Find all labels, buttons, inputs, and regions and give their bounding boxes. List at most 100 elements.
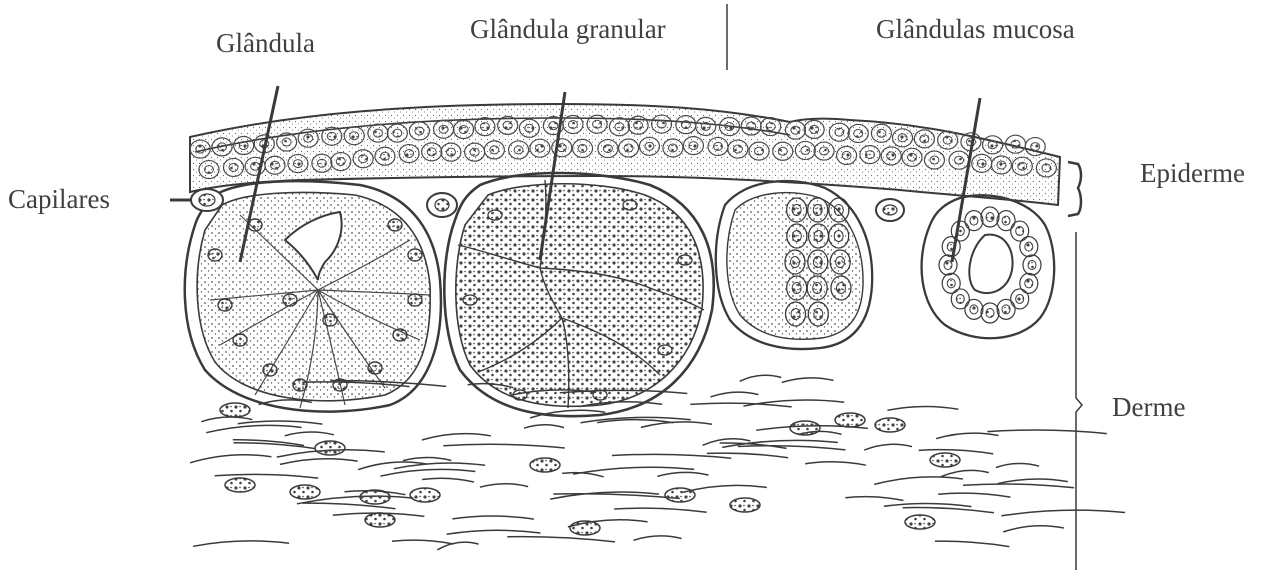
gland-left-nucleus (368, 362, 382, 374)
mucous-cell-nucleus (944, 261, 952, 270)
epidermis-cell-nucleus (943, 136, 952, 144)
epidermis-cell-nucleus (359, 155, 368, 163)
mucous-cell-nucleus (792, 283, 801, 294)
dermis-fiber (690, 403, 791, 407)
epidermis-cell-nucleus (877, 129, 886, 137)
dermis-fiber (634, 536, 682, 540)
dermis-fiber (919, 450, 994, 454)
label-glandulas-mucosa: Glândulas mucosa (876, 16, 1075, 43)
gland-left-nucleus (293, 379, 307, 391)
mucous-cell-nucleus (834, 205, 843, 216)
dermis-fiber (215, 474, 319, 478)
gland-left (185, 181, 441, 411)
brackets (1068, 162, 1082, 570)
epidermis-cell-nucleus (327, 132, 336, 140)
epidermis-cell-nucleus (865, 151, 874, 159)
label-glandula: Glândula (216, 30, 315, 57)
dermis-fiber (998, 479, 1068, 484)
gland-left-nucleus (388, 219, 402, 231)
epidermis-cell-nucleus (568, 120, 577, 128)
mucous-cell-nucleus (836, 257, 845, 268)
gland-granular-nucleus (658, 345, 672, 355)
epidermis-cell-nucleus (725, 123, 734, 131)
mucous-cell-nucleus (814, 231, 823, 242)
fibroblast-nucleus (930, 453, 960, 467)
dermis-fiber (201, 417, 252, 422)
dermis-fiber (987, 430, 1107, 434)
epidermis-cell-nucleus (229, 163, 238, 171)
fibroblast-nucleus (410, 488, 440, 502)
dermis-fiber (845, 497, 903, 501)
epidermis-cell-nucleus (766, 123, 775, 131)
fibroblast-nucleus (730, 498, 760, 512)
dermis-fiber (193, 541, 289, 546)
dermis-fiber (938, 493, 1010, 497)
mucous-cell-nucleus (970, 216, 978, 225)
epidermis-cell-nucleus (525, 124, 534, 132)
mucous-cell-nucleus (986, 309, 994, 318)
capillary-right-nucleus (883, 205, 897, 215)
epidermis-cell-nucleus (681, 121, 690, 129)
mucous-cell-nucleus (956, 294, 964, 303)
mucous-cell-nucleus (947, 279, 955, 288)
mucous-cell-nucleus (814, 309, 823, 320)
dermis-fiber (238, 421, 323, 424)
dermis-fiber (507, 537, 615, 542)
epidermis-cell-nucleus (898, 134, 907, 142)
dermis-fiber (443, 444, 565, 448)
dermis-fiber (285, 432, 334, 436)
epidermis-cell-nucleus (218, 143, 227, 151)
epidermis-cell-nucleus (415, 127, 424, 135)
epidermis-cell-nucleus (405, 150, 414, 158)
fibroblast-nucleus (790, 421, 820, 435)
dermis-fiber (941, 470, 989, 476)
mucous-cell-nucleus (813, 257, 822, 268)
epidermis-cell-nucleus (470, 148, 479, 156)
capillary-mid-nucleus (435, 199, 449, 211)
epidermis-cell-nucleus (480, 123, 489, 131)
epidermis-cell-nucleus (624, 144, 633, 152)
epidermis-cell-nucleus (908, 153, 917, 161)
epidermis-cell-nucleus (317, 159, 326, 167)
epidermis-cell-nucleus (282, 138, 291, 146)
gland-left-nucleus (263, 364, 277, 376)
epidermis-cell-nucleus (701, 122, 710, 130)
epidermis-cell-nucleus (645, 142, 654, 150)
epidermis-cell-nucleus (439, 125, 448, 133)
dermis-fiber (452, 516, 533, 519)
fibroblast-nucleus (315, 441, 345, 455)
gland-left-nucleus (408, 294, 422, 306)
dermis-fiber (553, 494, 680, 499)
epidermis-cell-nucleus (689, 142, 698, 150)
fibroblast-nucleus (875, 418, 905, 432)
label-derme: Derme (1112, 394, 1185, 421)
dermis-fiber (884, 504, 972, 507)
dermis-fiber (743, 400, 844, 406)
epidermis-cell-nucleus (350, 132, 359, 140)
fibroblast-nucleus (360, 490, 390, 504)
dermis-fiber (480, 484, 528, 487)
dermis-fiber (711, 392, 759, 397)
epidermis-cell-nucleus (503, 121, 512, 129)
label-capilares: Capilares (8, 186, 110, 213)
epidermis-cell-nucleus (514, 146, 523, 154)
epidermis-cell-nucleus (997, 161, 1006, 169)
epidermis-cell-nucleus (920, 135, 929, 143)
epidermis-cell-nucleus (251, 162, 260, 170)
mucous-cell-nucleus (790, 257, 799, 268)
gland-left-nucleus (233, 334, 247, 346)
dermis-fiber (936, 433, 998, 438)
bracket-derme (1076, 232, 1082, 570)
gland-left-nucleus (323, 314, 337, 326)
epidermis-cell-nucleus (820, 147, 829, 155)
mucous-cell-nucleus (792, 205, 801, 216)
fibroblast-nucleus (530, 458, 560, 472)
epidermis-cell-nucleus (293, 160, 302, 168)
epidermis-cell-nucleus (615, 123, 624, 131)
gland-left-nucleus (208, 249, 222, 261)
dermis-fiber (996, 463, 1039, 467)
epidermis-cell-nucleus (1018, 162, 1027, 170)
epidermis-cell-nucleus (887, 152, 896, 160)
dermis-fiber (562, 473, 604, 477)
label-glandula-granular: Glândula granular (470, 16, 666, 43)
